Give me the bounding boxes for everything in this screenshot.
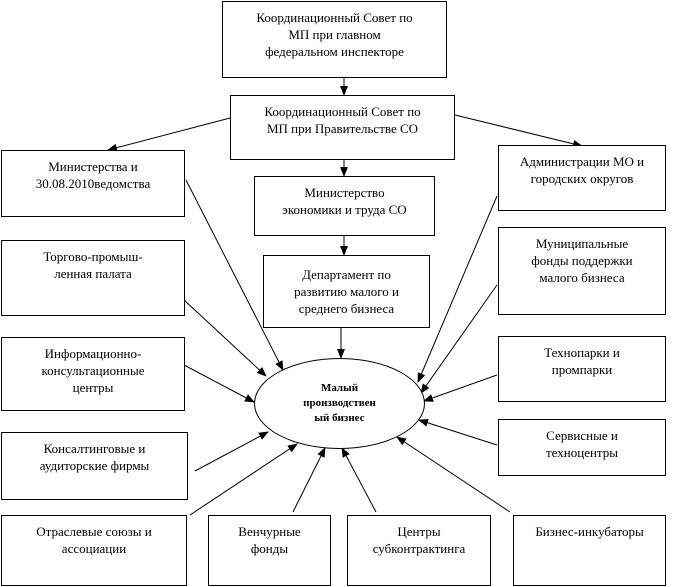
department-sme-label: Департамент по развитию малого и среднег… <box>294 267 399 316</box>
venture-funds-label: Венчурные фонды <box>238 524 301 556</box>
ministries-box: Министерства и 30.08.2010ведомства <box>1 150 185 217</box>
ministries-label: Министерства и 30.08.2010ведомства <box>35 159 151 191</box>
arrow-administrations-to-center <box>417 195 498 383</box>
venture-funds-box: Венчурные фонды <box>208 515 331 586</box>
service-centers-box: Сервисные и техноцентры <box>498 419 666 476</box>
administrations-label: Администрации МО и городских округов <box>519 154 645 186</box>
service-centers-label: Сервисные и техноцентры <box>546 428 618 460</box>
consulting-audit-label: Консалтинговые и аудиторские фирмы <box>39 441 150 473</box>
chamber-commerce-box: Торгово-промыш- ленная палата <box>1 240 185 316</box>
industry-unions-label: Отраслевые союзы и ассоциации <box>36 524 152 556</box>
arrow-ministries-to-center <box>185 179 284 371</box>
municipal-funds-label: Муниципальные фонды поддержки малого биз… <box>531 236 633 285</box>
info-consulting-box: Информационно- консультационные центры <box>1 337 185 411</box>
arrow-government-to-ministries <box>107 117 231 152</box>
arrow-subcontracting-to-center <box>341 447 377 513</box>
arrow-government-to-administrations <box>454 114 583 148</box>
coord-council-government-label: Координационный Совет по МП при Правител… <box>264 104 421 136</box>
technoparks-label: Технопарки и промпарки <box>544 345 620 377</box>
business-incubators-box: Бизнес-инкубаторы <box>513 515 666 586</box>
arrow-incubators-to-center <box>396 436 511 513</box>
arrow-unions-to-center <box>189 443 298 516</box>
subcontracting-label: Центры субконтрактинга <box>372 524 466 556</box>
subcontracting-box: Центры субконтрактинга <box>347 515 491 586</box>
info-consulting-label: Информационно- консультационные центры <box>41 346 145 395</box>
arrow-funds-to-center <box>420 284 498 394</box>
small-business-ellipse: Малый производствен ый бизнес <box>254 358 425 449</box>
consulting-audit-box: Консалтинговые и аудиторские фирмы <box>1 432 188 500</box>
coord-council-inspector-box: Координационный Совет по МП при главном … <box>222 1 447 78</box>
arrow-venture-to-center <box>292 447 326 513</box>
ministry-economy-box: Министерство экономики и труда СО <box>254 176 435 236</box>
arrow-technoparks-to-center <box>423 374 498 402</box>
ministry-economy-label: Министерство экономики и труда СО <box>282 185 407 217</box>
coord-council-inspector-label: Координационный Совет по МП при главном … <box>256 10 413 59</box>
arrow-chamber-to-center <box>183 299 267 377</box>
coord-council-government-box: Координационный Совет по МП при Правител… <box>230 95 455 160</box>
arrow-service-to-center <box>418 418 498 446</box>
business-incubators-label: Бизнес-инкубаторы <box>535 524 644 539</box>
municipal-funds-box: Муниципальные фонды поддержки малого биз… <box>498 227 666 315</box>
chamber-commerce-label: Торгово-промыш- ленная палата <box>43 249 143 281</box>
arrow-consulting-to-center <box>194 431 269 472</box>
arrow-info-to-center <box>183 364 255 403</box>
administrations-box: Администрации МО и городских округов <box>498 145 666 211</box>
industry-unions-box: Отраслевые союзы и ассоциации <box>1 515 187 586</box>
technoparks-box: Технопарки и промпарки <box>498 336 666 402</box>
department-sme-box: Департамент по развитию малого и среднег… <box>263 255 430 328</box>
small-business-label: Малый производствен ый бизнес <box>303 382 376 424</box>
